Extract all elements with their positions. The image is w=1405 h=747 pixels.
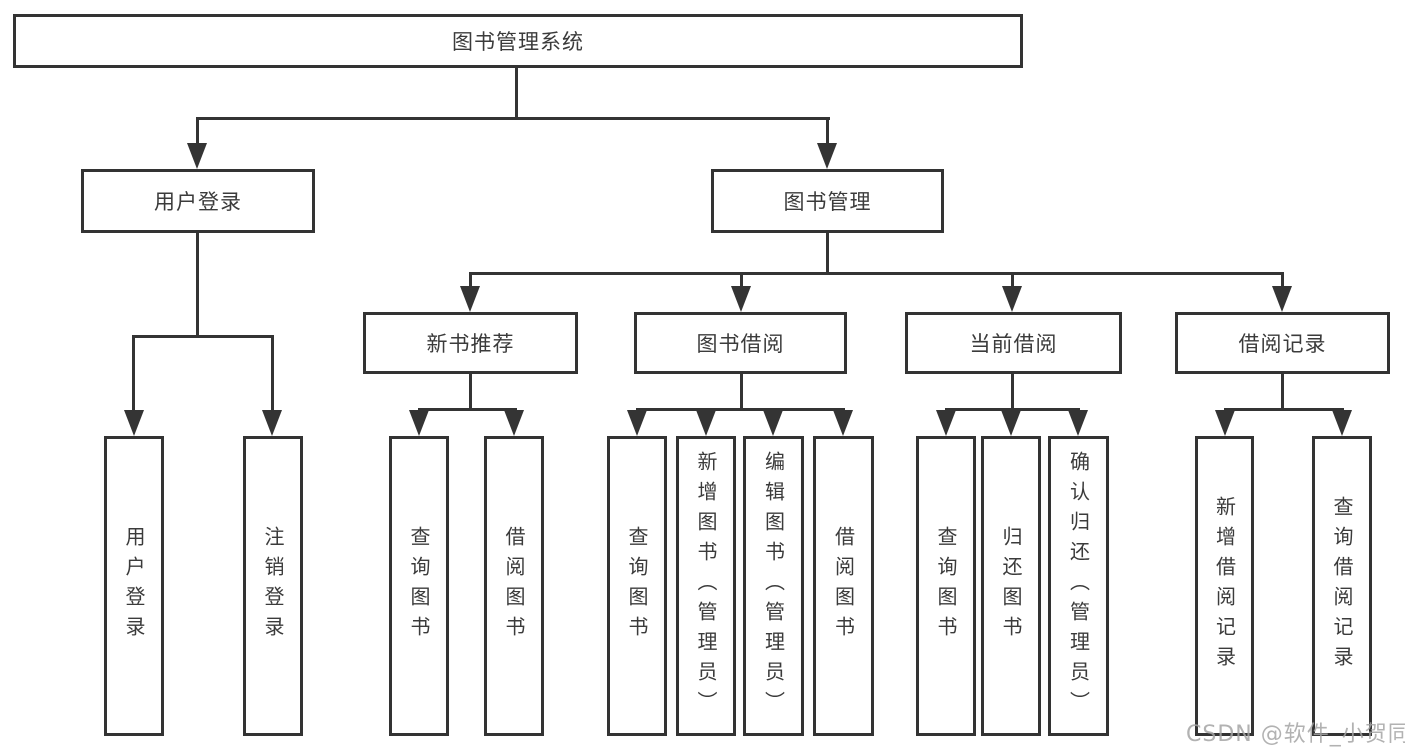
arrow-down-icon (1002, 286, 1022, 312)
arrow-down-icon (763, 410, 783, 436)
node-label: 编辑图书（管理员） (761, 451, 786, 721)
connector-line (1011, 272, 1014, 288)
arrow-down-icon (1068, 410, 1088, 436)
node-book-borrow: 图书借阅 (634, 312, 847, 374)
connector-line (636, 408, 845, 411)
node-root: 图书管理系统 (13, 14, 1023, 68)
node-label: 查询图书 (407, 526, 431, 646)
connector-line (196, 117, 199, 145)
leaf-query-books: 查询图书 (916, 436, 976, 736)
connector-line (196, 233, 199, 337)
arrow-down-icon (1332, 410, 1352, 436)
connector-line (1224, 408, 1344, 411)
node-label: 注销登录 (261, 526, 285, 646)
leaf-return-books: 归还图书 (981, 436, 1041, 736)
connector-line (469, 272, 472, 288)
arrow-down-icon (731, 286, 751, 312)
node-label: 借阅记录 (1238, 332, 1327, 356)
node-user-login: 用户登录 (81, 169, 315, 233)
connector-line (469, 272, 1283, 275)
node-new-book-recommend: 新书推荐 (363, 312, 578, 374)
leaf-add-books-admin: 新增图书（管理员） (676, 436, 736, 736)
leaf-borrow-books: 借阅图书 (484, 436, 544, 736)
connector-line (515, 68, 518, 117)
node-label: 用户登录 (122, 526, 146, 646)
node-label: 查询图书 (934, 526, 958, 646)
connector-line (418, 408, 517, 411)
csdn-watermark: CSDN @软件_小贺同学 (1186, 722, 1405, 747)
node-label: 用户登录 (154, 190, 242, 214)
node-label: 新增图书（管理员） (694, 451, 718, 721)
leaf-query-books: 查询图书 (389, 436, 449, 736)
leaf-query-books: 查询图书 (607, 436, 667, 736)
node-label: 借阅图书 (502, 526, 526, 646)
connector-line (945, 408, 1080, 411)
arrow-down-icon (936, 410, 956, 436)
connector-line (1281, 374, 1284, 410)
node-current-borrow: 当前借阅 (905, 312, 1122, 374)
leaf-query-borrow-record: 查询借阅记录 (1312, 436, 1372, 736)
leaf-add-borrow-record: 新增借阅记录 (1195, 436, 1254, 736)
node-label: 新书推荐 (426, 332, 515, 356)
leaf-borrow-books: 借阅图书 (813, 436, 874, 736)
arrow-down-icon (124, 410, 144, 436)
connector-line (132, 335, 274, 338)
arrow-down-icon (1001, 410, 1021, 436)
connector-line (826, 233, 829, 274)
connector-line (1011, 374, 1014, 410)
arrow-down-icon (262, 410, 282, 436)
node-label: 查询借阅记录 (1330, 496, 1354, 676)
node-label: 当前借阅 (969, 332, 1058, 356)
connector-line (826, 117, 829, 145)
node-label: 借阅图书 (831, 526, 856, 646)
arrow-down-icon (187, 143, 207, 169)
arrow-down-icon (409, 410, 429, 436)
connector-line (132, 335, 135, 412)
node-label: 图书管理系统 (452, 30, 584, 54)
node-borrow-records: 借阅记录 (1175, 312, 1390, 374)
arrow-down-icon (627, 410, 647, 436)
node-label: 图书借阅 (696, 332, 785, 356)
leaf-logout: 注销登录 (243, 436, 303, 736)
arrow-down-icon (833, 410, 853, 436)
connector-line (740, 272, 743, 288)
node-label: 查询图书 (625, 526, 649, 646)
arrow-down-icon (696, 410, 716, 436)
arrow-down-icon (817, 143, 837, 169)
arrow-down-icon (460, 286, 480, 312)
connector-line (1281, 272, 1284, 288)
node-label: 归还图书 (999, 526, 1023, 646)
connector-line (196, 117, 830, 120)
node-label: 确认归还（管理员） (1066, 451, 1091, 721)
leaf-edit-books-admin: 编辑图书（管理员） (743, 436, 804, 736)
arrow-down-icon (504, 410, 524, 436)
node-book-management: 图书管理 (711, 169, 944, 233)
node-label: 图书管理 (783, 190, 872, 214)
arrow-down-icon (1215, 410, 1235, 436)
leaf-user-login: 用户登录 (104, 436, 164, 736)
connector-line (271, 335, 274, 412)
connector-line (740, 374, 743, 410)
leaf-confirm-return-admin: 确认归还（管理员） (1048, 436, 1109, 736)
arrow-down-icon (1272, 286, 1292, 312)
connector-line (469, 374, 472, 410)
node-label: 新增借阅记录 (1212, 496, 1237, 676)
